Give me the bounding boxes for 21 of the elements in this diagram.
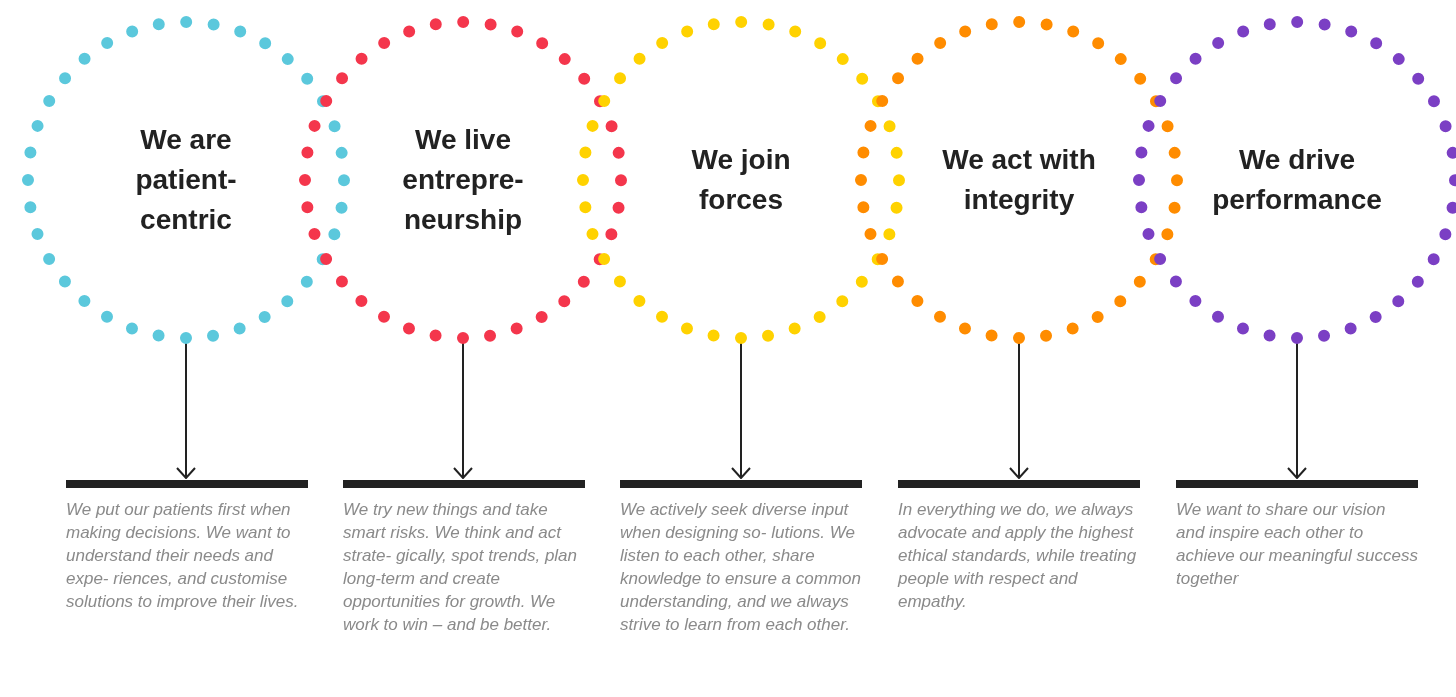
arrow xyxy=(176,341,196,479)
description-block xyxy=(66,480,308,613)
value-heading: We join forces xyxy=(690,143,792,217)
description-block xyxy=(1176,480,1418,590)
description-text: We try new things and take smart risks. We think and act strate- gically, spot trends, plan long-term and create opportunities for growth. We work to win – and be better. xyxy=(343,499,578,636)
description-text: In everything we do, we always advocate and apply the highest ethical standards, while treating people with respect and empathy. xyxy=(898,499,1138,613)
arrow xyxy=(1009,341,1029,479)
dotted-circle xyxy=(20,14,352,346)
dotted-circle xyxy=(853,14,1185,346)
arrow xyxy=(731,341,751,479)
value-heading: We drive performance xyxy=(1211,143,1383,217)
value-heading: We live entrepre- neurship xyxy=(401,123,525,237)
arrow xyxy=(453,341,473,479)
arrow xyxy=(1287,341,1307,479)
dotted-circle xyxy=(297,14,629,346)
description-text: We put our patients first when making decisions. We want to understand their needs and expe- riences, and customise solutions to improve their lives. xyxy=(66,499,300,613)
dotted-circle xyxy=(575,14,907,346)
value-heading: We are patient- centric xyxy=(134,123,238,237)
description-text: We want to share our vision and inspire each other to achieve our meaningful success together xyxy=(1176,499,1418,590)
value-heading: We act with integrity xyxy=(941,143,1097,217)
description-text: We actively seek diverse input when designing so- lutions. We listen to each other, share knowledge to ensure a common understanding, and we always strive to learn from each other. xyxy=(620,499,862,636)
